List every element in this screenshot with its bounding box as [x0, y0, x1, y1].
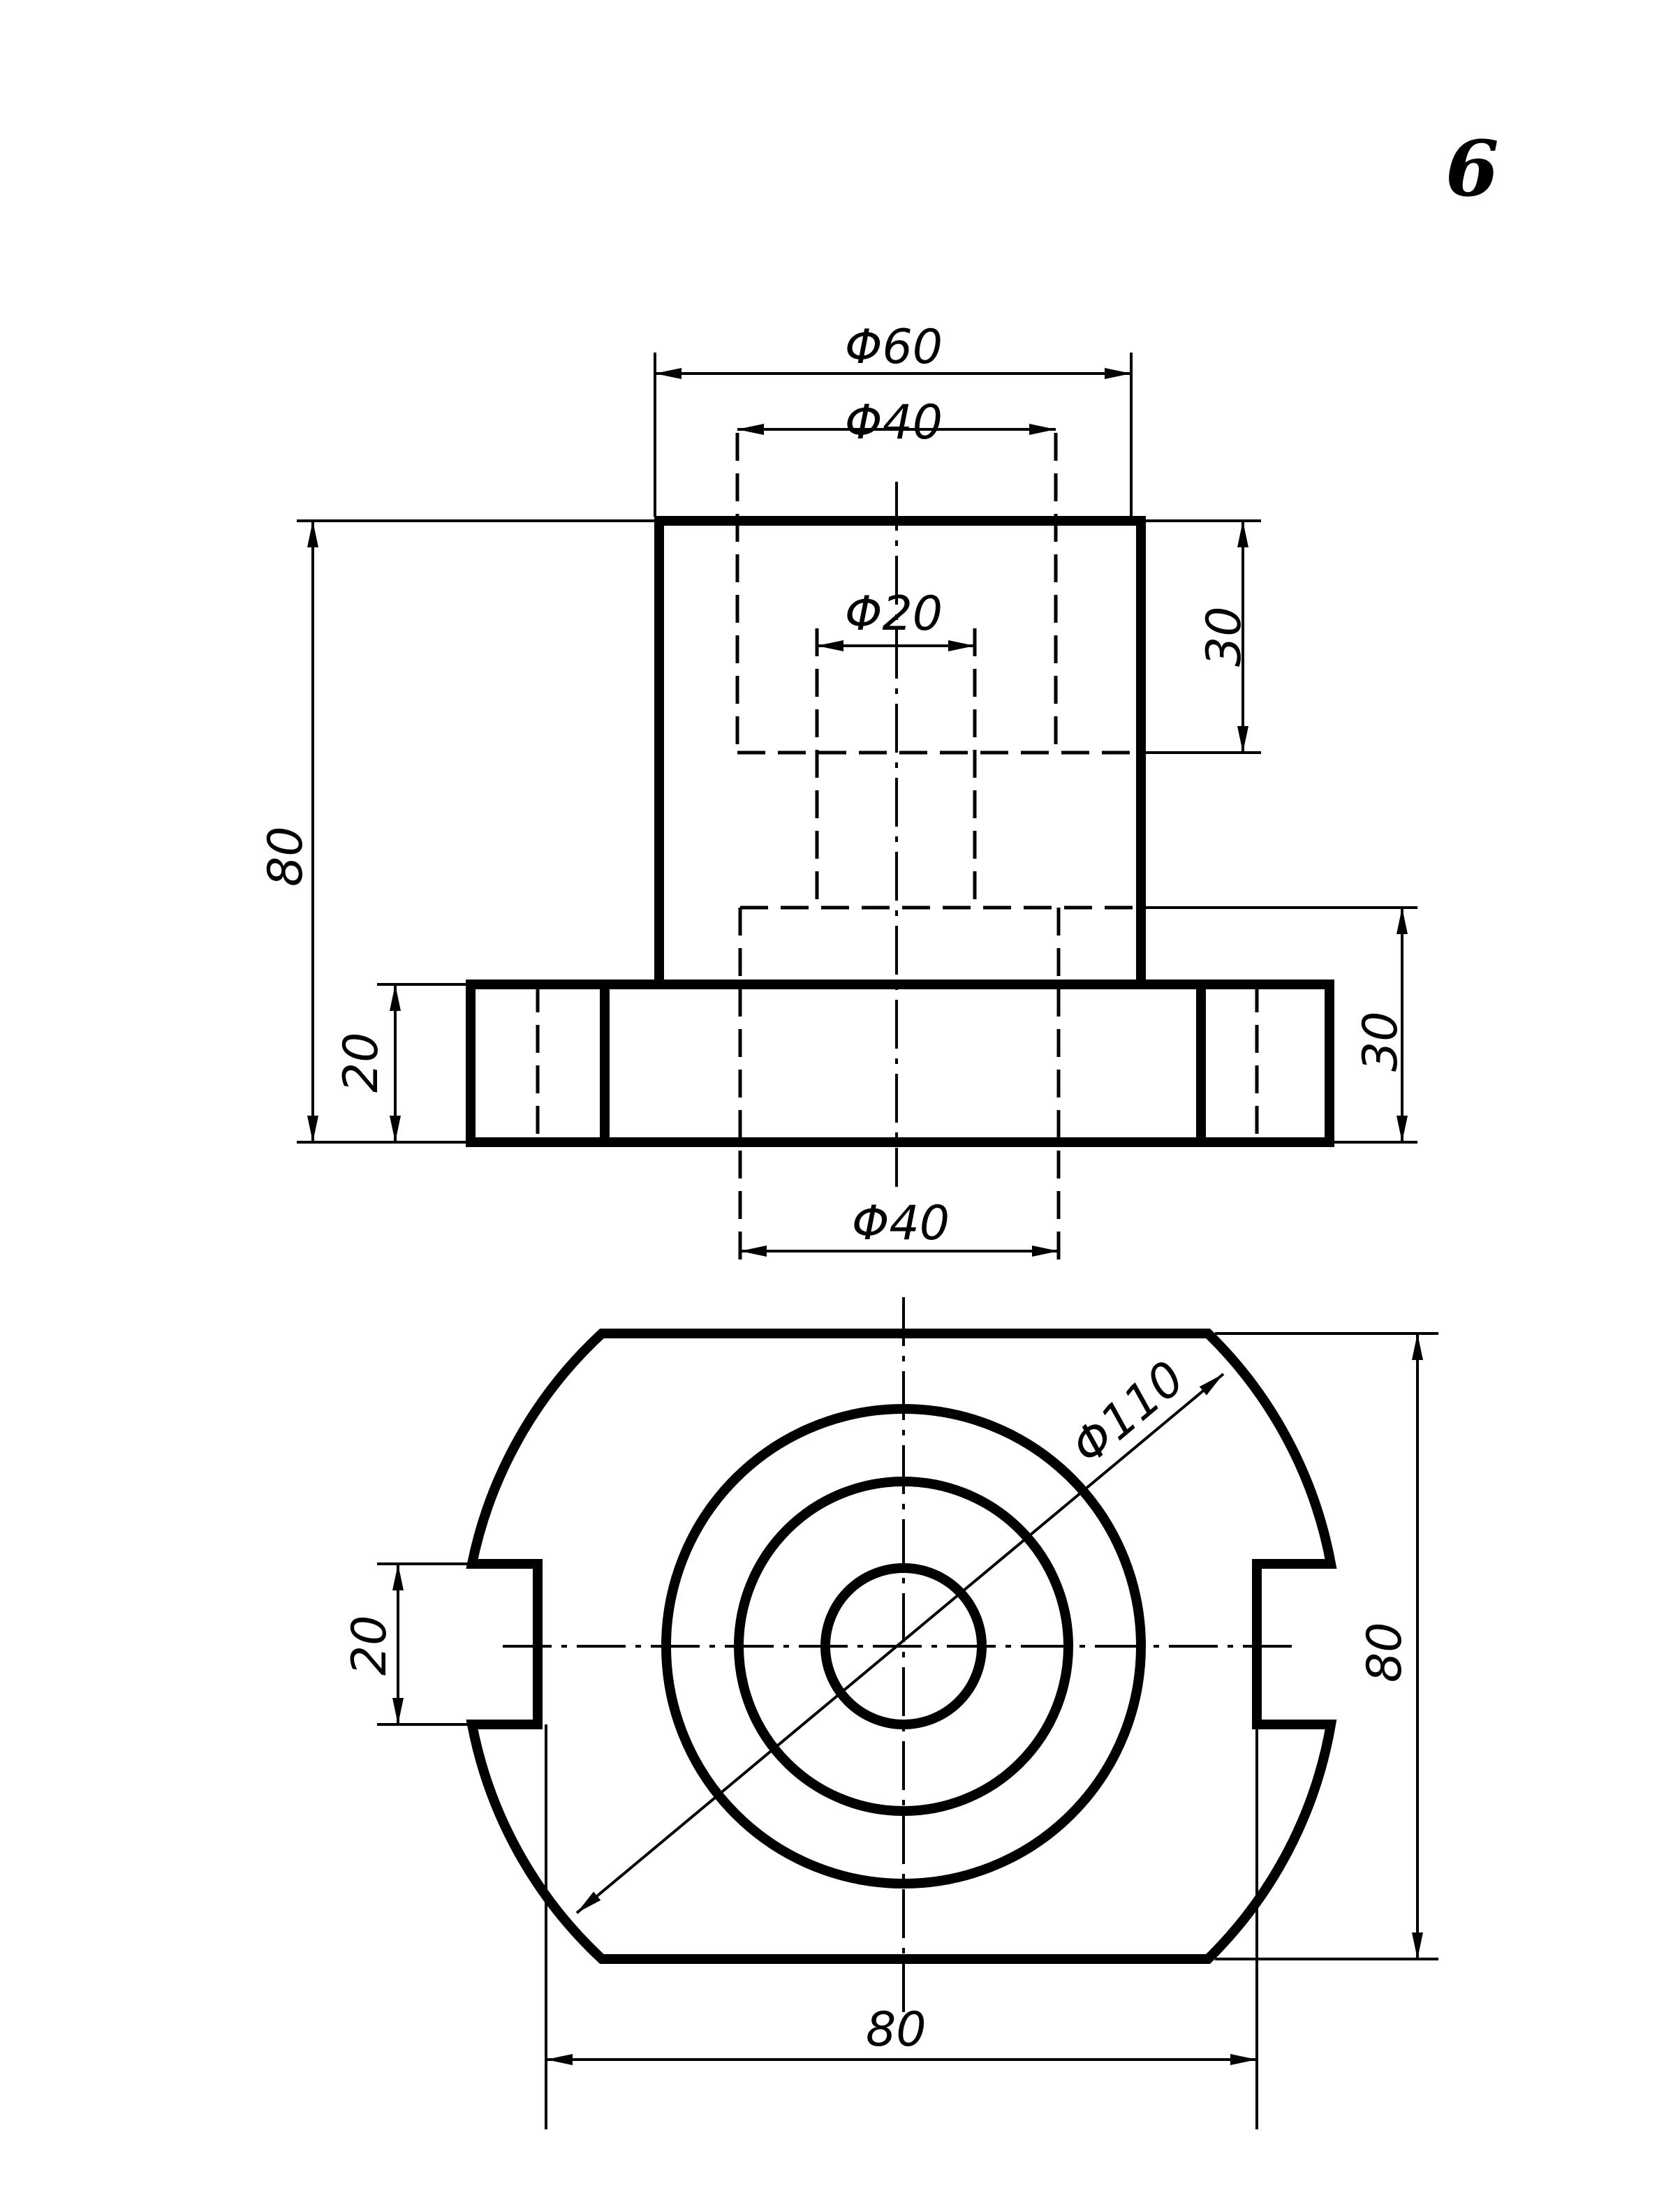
dim-counterbore-depth: 30	[1141, 519, 1261, 754]
page-number: 6	[1445, 124, 1499, 214]
dim-flat-to-flat-height: 80	[1215, 1332, 1438, 1960]
dim-label: 20	[342, 1615, 397, 1676]
dim-label: Φ20	[845, 586, 943, 642]
dim-flange-height: 20	[334, 983, 468, 1142]
flange-outline	[466, 980, 1334, 1147]
dim-label: 80	[1357, 1622, 1413, 1683]
dim-label: 30	[1197, 606, 1252, 667]
dim-top-outer-diameter: Φ60	[654, 320, 1133, 517]
front-view-hidden-lines	[536, 433, 1259, 1271]
dim-label: 20	[334, 1032, 389, 1093]
top-view-outer-contour	[466, 1329, 1337, 1964]
dim-label: Φ40	[845, 395, 943, 450]
dim-top-inner-diameter: Φ40	[737, 395, 1056, 450]
dim-label: 30	[1353, 1011, 1408, 1072]
top-view: Φ110 20 80 80	[342, 1297, 1438, 2129]
dim-outer-diameter: Φ110	[575, 1351, 1225, 1914]
front-view: Φ60 Φ40 Φ20 80 20 30	[258, 320, 1417, 1271]
dim-label: Φ40	[852, 1196, 950, 1251]
dim-small-bore-diameter: Φ20	[817, 586, 975, 651]
dim-slot-width: 20	[342, 1562, 538, 1726]
dim-bottom-bore-diameter: Φ40	[740, 1196, 1059, 1257]
dim-label: 80	[866, 2002, 927, 2057]
dim-label: 80	[258, 826, 314, 887]
dim-overall-width: 80	[545, 1724, 1258, 2129]
dim-overall-height: 80	[258, 519, 656, 1144]
dim-label: Φ60	[845, 320, 943, 375]
dim-lower-bore-depth: 30	[1145, 906, 1417, 1144]
